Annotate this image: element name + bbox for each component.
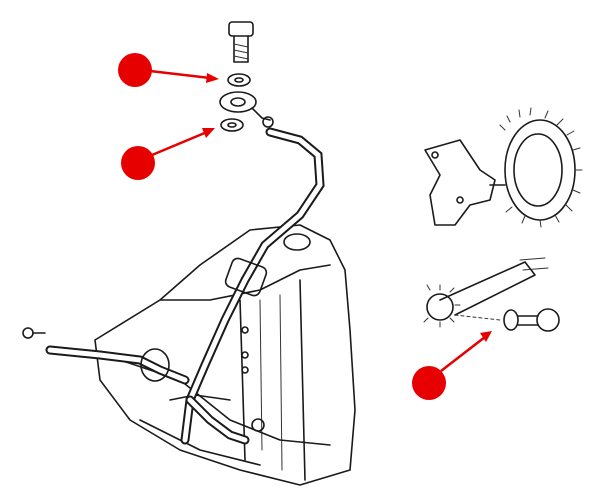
pump-shaft-drawing xyxy=(423,257,560,332)
arrow-line xyxy=(151,130,208,157)
arrow-head-icon xyxy=(480,331,492,342)
oil-hose-drawing xyxy=(22,127,325,445)
arrow-head-icon xyxy=(202,128,215,138)
arrow-head-icon xyxy=(206,73,219,83)
red-dot-icon xyxy=(118,53,152,87)
marker-1 xyxy=(118,53,219,87)
marker-2 xyxy=(121,128,215,180)
marker-3 xyxy=(412,331,492,400)
banjo-bolt-assembly-drawing xyxy=(219,21,274,132)
oil-pump-gear-drawing xyxy=(424,107,583,228)
red-dot-icon xyxy=(121,146,155,180)
red-dot-icon xyxy=(412,366,446,400)
arrow-line xyxy=(149,69,211,80)
arrow-line xyxy=(440,336,486,372)
